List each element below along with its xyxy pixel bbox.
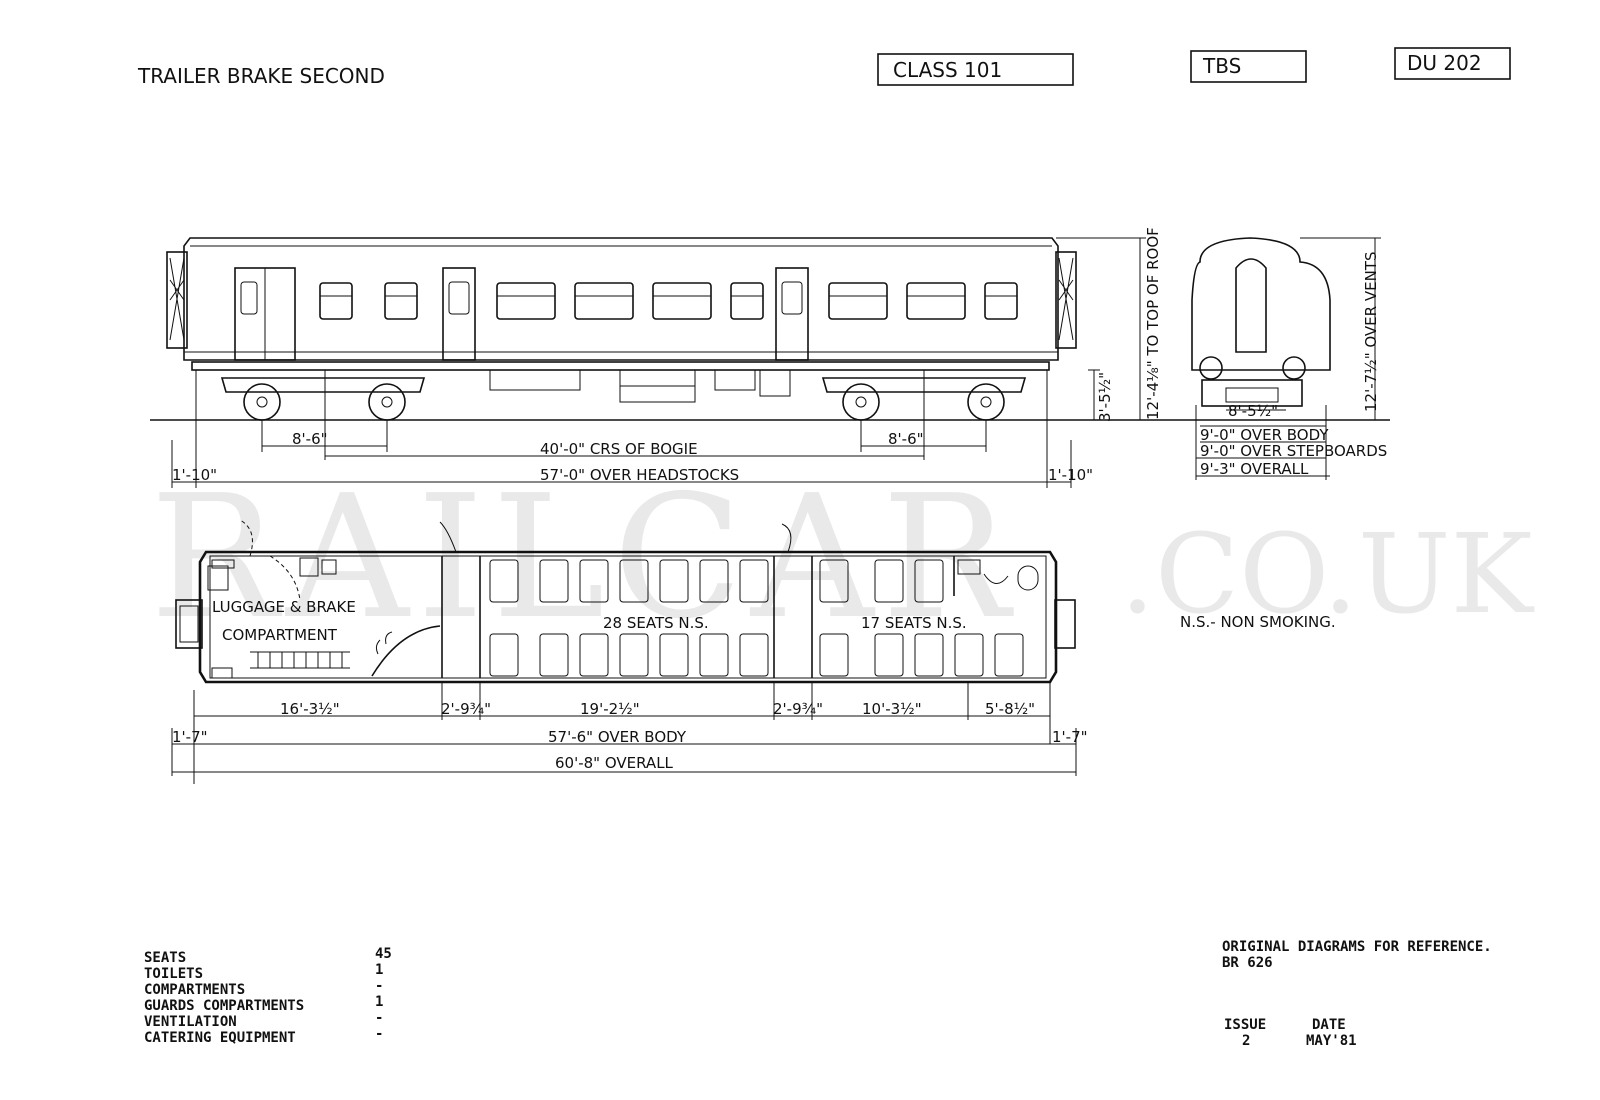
end-elevation: 12'-7½" OVER VENTS 8'-5½" 9'-0" OVER BOD… bbox=[1191, 237, 1387, 480]
issue-label: ISSUE bbox=[1224, 1017, 1266, 1033]
dim-toilet: 5'-8½" bbox=[985, 700, 1035, 718]
reference-line2: BR 626 bbox=[1222, 955, 1273, 971]
summary-value-compartments: - bbox=[375, 978, 383, 994]
dim-bogie-wheelbase-right: 8'-6" bbox=[888, 430, 924, 448]
watermark: RAILCAR .CO.UK bbox=[150, 459, 1535, 657]
dim-saloon-a: 19'-2½" bbox=[580, 700, 640, 718]
dim-plan-end-left: 1'-7" bbox=[172, 728, 208, 746]
summary-value-ventilation: - bbox=[375, 1010, 383, 1026]
summary-label-ventilation: VENTILATION bbox=[144, 1014, 237, 1030]
dim-over-vents: 12'-7½" OVER VENTS bbox=[1362, 252, 1380, 413]
dim-bogie-wheelbase-left: 8'-6" bbox=[292, 430, 328, 448]
dim-over-body: 57'-6" OVER BODY bbox=[548, 728, 687, 746]
dim-track: 8'-5½" bbox=[1228, 402, 1278, 420]
dim-vestibule-2: 2'-9¾" bbox=[773, 700, 823, 718]
door-right bbox=[775, 267, 809, 361]
summary-value-catering: - bbox=[375, 1026, 383, 1042]
summary-label-guards: GUARDS COMPARTMENTS bbox=[144, 998, 304, 1014]
dim-end-overall: 9'-3" OVERALL bbox=[1200, 460, 1309, 478]
side-elevation: 8'-6" 8'-6" 40'-0" CRS OF BOGIE 57'-0" O… bbox=[150, 227, 1390, 488]
summary-label-compartments: COMPARTMENTS bbox=[144, 982, 245, 998]
summary-value-toilets: 1 bbox=[375, 962, 383, 978]
diagram-number-label: DU 202 bbox=[1407, 51, 1482, 75]
reference-line1: ORIGINAL DIAGRAMS FOR REFERENCE. bbox=[1222, 939, 1492, 955]
summary-label-catering: CATERING EQUIPMENT bbox=[144, 1030, 296, 1046]
floor-plan: LUGGAGE & BRAKE COMPARTMENT 28 SEATS N.S… bbox=[171, 519, 1088, 784]
watermark-suffix: .CO.UK bbox=[1120, 510, 1535, 638]
luggage-rack bbox=[250, 651, 350, 669]
dim-end-right: 1'-10" bbox=[1048, 466, 1093, 484]
door-left bbox=[234, 267, 296, 361]
door-middle bbox=[442, 267, 476, 361]
non-smoking-note: N.S.- NON SMOKING. bbox=[1180, 613, 1336, 631]
underfloor-equipment bbox=[489, 369, 791, 403]
diagram-number-box: DU 202 bbox=[1394, 47, 1511, 80]
compartment-label-line2: COMPARTMENT bbox=[222, 626, 338, 644]
class-box: CLASS 101 bbox=[877, 53, 1074, 86]
bogie-left bbox=[220, 377, 426, 421]
date-value: MAY'81 bbox=[1306, 1033, 1357, 1049]
dim-roof-height: 12'-4⅛" TO TOP OF ROOF bbox=[1144, 227, 1162, 420]
summary-value-guards: 1 bbox=[375, 994, 383, 1010]
compartment-label-line1: LUGGAGE & BRAKE bbox=[212, 598, 356, 616]
class-label: CLASS 101 bbox=[893, 58, 1002, 82]
issue-value: 2 bbox=[1242, 1033, 1250, 1049]
toilet bbox=[957, 559, 1039, 591]
summary-value-seats: 45 bbox=[375, 946, 392, 962]
dim-end-over-body: 9'-0" OVER BODY bbox=[1200, 426, 1329, 444]
saloon-b-label: 17 SEATS N.S. bbox=[861, 614, 967, 632]
dim-end-over-stepboards: 9'-0" OVER STEPBOARDS bbox=[1200, 442, 1387, 460]
diagram-title: TRAILER BRAKE SECOND bbox=[137, 64, 385, 88]
type-label: TBS bbox=[1202, 54, 1241, 78]
date-label: DATE bbox=[1312, 1017, 1346, 1033]
dim-overall: 60'-8" OVERALL bbox=[555, 754, 674, 772]
summary-table: SEATS 45 TOILETS 1 COMPARTMENTS - GUARDS… bbox=[144, 946, 392, 1046]
seats-row-upper bbox=[489, 559, 944, 603]
dim-floor-height: 3'-5½" bbox=[1096, 372, 1114, 422]
seats-row-lower bbox=[489, 633, 1024, 677]
dim-end-left: 1'-10" bbox=[172, 466, 217, 484]
dim-over-headstocks: 57'-0" OVER HEADSTOCKS bbox=[540, 466, 739, 484]
dim-bogie-centres: 40'-0" CRS OF BOGIE bbox=[540, 440, 698, 458]
dim-vestibule-1: 2'-9¾" bbox=[441, 700, 491, 718]
dim-plan-end-right: 1'-7" bbox=[1052, 728, 1088, 746]
saloon-a-label: 28 SEATS N.S. bbox=[603, 614, 709, 632]
dim-brake-van: 16'-3½" bbox=[280, 700, 340, 718]
watermark-main: RAILCAR bbox=[150, 459, 1018, 657]
type-box: TBS bbox=[1190, 50, 1307, 83]
side-windows bbox=[319, 282, 1018, 320]
summary-label-toilets: TOILETS bbox=[144, 966, 203, 982]
reference-block: ORIGINAL DIAGRAMS FOR REFERENCE. BR 626 … bbox=[1222, 939, 1492, 1049]
summary-label-seats: SEATS bbox=[144, 950, 186, 966]
dim-saloon-b: 10'-3½" bbox=[862, 700, 922, 718]
